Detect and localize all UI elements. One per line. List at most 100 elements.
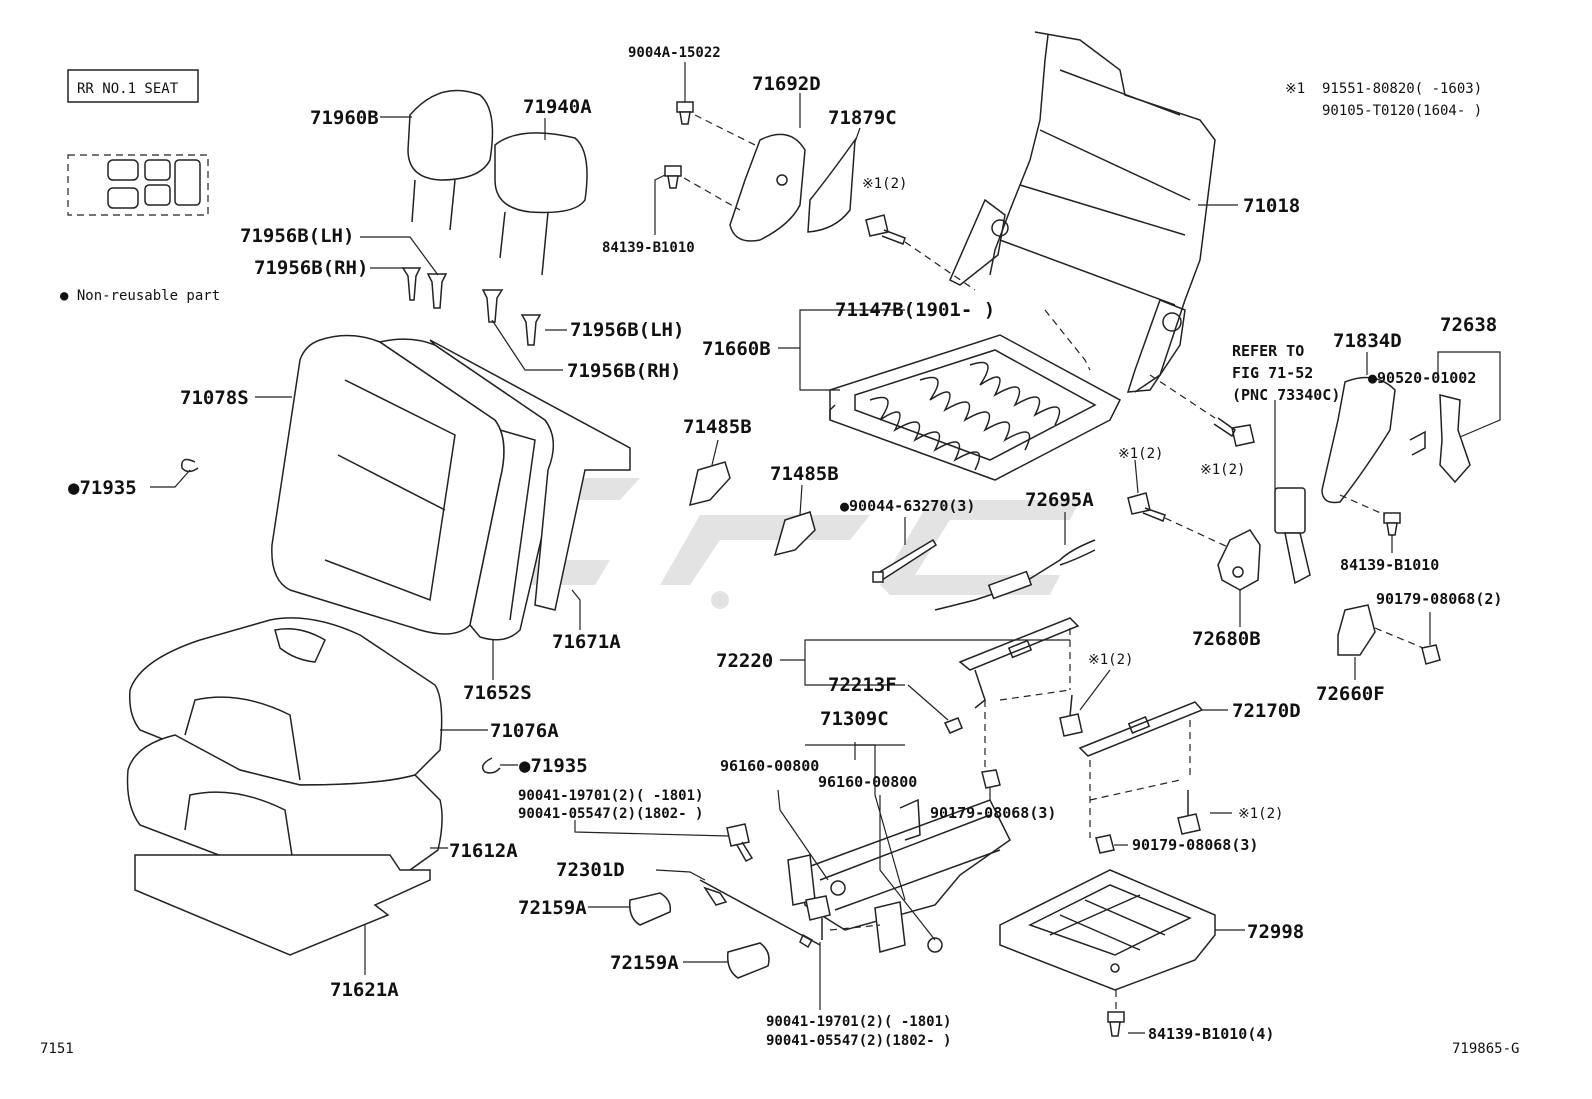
figure-code: 719865-G xyxy=(1452,1041,1519,1057)
label-71660B: 71660B xyxy=(702,338,771,360)
seatback-cover-71078S xyxy=(271,334,505,635)
cushion-pad-71612A xyxy=(126,734,443,880)
seat-title: RR NO.1 SEAT xyxy=(77,81,179,97)
label-71879C: 71879C xyxy=(828,107,897,129)
label-71485B-2: 71485B xyxy=(770,463,839,485)
screw-84139-c xyxy=(1107,1011,1125,1037)
label-x1-e: ※1(2) xyxy=(1238,806,1283,822)
label-refer-3: (PNC 73340C) xyxy=(1232,386,1340,404)
label-90041-a-1: 90041-19701(2)( -1801) xyxy=(518,788,703,804)
label-x1-d: ※1(2) xyxy=(1088,652,1133,668)
footnote-mark: ※1 xyxy=(1285,81,1305,97)
cover-71485B-1 xyxy=(688,461,731,507)
label-refer-1: REFER TO xyxy=(1232,342,1304,360)
label-71834D: 71834D xyxy=(1333,330,1402,352)
label-72695A: 72695A xyxy=(1025,489,1094,511)
screw-9004A xyxy=(676,101,694,125)
seat-track-72170D xyxy=(1078,701,1204,757)
nut-90179-b xyxy=(981,769,1001,789)
rod-72301D xyxy=(699,879,821,949)
label-84139-B1010-b: 84139-B1010 xyxy=(1340,556,1439,574)
label-72638: 72638 xyxy=(1440,314,1497,336)
label-71956B-lh-2: 71956B(LH) xyxy=(570,319,684,341)
latch-72680B xyxy=(1217,529,1261,591)
label-71935-b: ●71935 xyxy=(519,755,588,777)
seat-track-72220 xyxy=(958,617,1080,709)
belt-buckle xyxy=(1274,487,1311,585)
label-71935-a: ●71935 xyxy=(68,477,137,499)
cable-72695A xyxy=(934,539,1096,611)
label-refer-2: FIG 71-52 xyxy=(1232,364,1313,382)
label-84139-B1010-c: 84139-B1010(4) xyxy=(1148,1025,1274,1043)
label-90044-63270: ●90044-63270(3) xyxy=(840,497,975,515)
hog-ring-clip-2 xyxy=(481,757,501,774)
footnote-line2: 90105-T0120(1604- ) xyxy=(1322,103,1482,119)
screw-84139-b xyxy=(1383,512,1401,536)
label-71956B-rh-1: 71956B(RH) xyxy=(254,257,368,279)
label-90520-01002: ●90520-01002 xyxy=(1368,369,1476,387)
bolt-90041-a xyxy=(726,823,754,862)
seat-title-box xyxy=(67,69,199,103)
page-code: 7151 xyxy=(40,1041,74,1057)
label-71076A: 71076A xyxy=(490,720,559,742)
label-71309C: 71309C xyxy=(820,708,889,730)
label-71956B-rh-2: 71956B(RH) xyxy=(567,360,681,382)
label-72998: 72998 xyxy=(1247,921,1304,943)
hinge-cover-71834D xyxy=(1321,376,1396,504)
cable-tie-90044 xyxy=(872,538,938,583)
label-71147B: 71147B(1901- ) xyxy=(835,299,995,321)
bolt-x1-c xyxy=(1127,492,1166,522)
bolt-90041-b xyxy=(805,895,831,940)
legend-note: ● Non-reusable part xyxy=(60,288,220,304)
under-cover-72998 xyxy=(999,869,1216,991)
label-90179-08068-c: 90179-08068(3) xyxy=(1132,836,1258,854)
seatback-pad-71652S xyxy=(378,338,557,641)
label-71960B: 71960B xyxy=(310,107,379,129)
label-71671A: 71671A xyxy=(552,631,621,653)
bolt-x1-b xyxy=(1213,417,1255,447)
cover-71485B-2 xyxy=(773,511,816,557)
label-x1-b: ※1(2) xyxy=(1118,446,1163,462)
hog-ring-clip-1 xyxy=(181,458,199,473)
bolt-x1-e xyxy=(1177,790,1201,835)
label-71018: 71018 xyxy=(1243,195,1300,217)
spring-72213F xyxy=(943,717,963,734)
label-84139-B1010-a: 84139-B1010 xyxy=(602,240,695,256)
label-71652S: 71652S xyxy=(463,682,532,704)
bracket-72660F xyxy=(1337,604,1376,656)
seatback-frame-71018 xyxy=(949,31,1216,393)
label-71485B-1: 71485B xyxy=(683,416,752,438)
headrest-71960B xyxy=(407,89,494,231)
label-96160-00800-a: 96160-00800 xyxy=(720,757,819,775)
nut-90179-a xyxy=(1421,644,1441,665)
cap-72159A-2 xyxy=(726,942,770,979)
bolt-x1-a xyxy=(865,214,906,245)
lever-72638 xyxy=(1409,394,1471,484)
bolt-x1-d xyxy=(1059,694,1083,737)
label-96160-00800-b: 96160-00800 xyxy=(818,773,917,791)
label-72159A-1: 72159A xyxy=(518,897,587,919)
label-90179-08068-a: 90179-08068(2) xyxy=(1376,590,1502,608)
cap-72159A-1 xyxy=(628,892,672,926)
label-90041-b-2: 90041-05547(2)(1802- ) xyxy=(766,1033,951,1049)
headrest-71940A xyxy=(494,132,588,276)
label-71612A: 71612A xyxy=(449,840,518,862)
label-72660F: 72660F xyxy=(1316,683,1385,705)
label-x1-a: ※1(2) xyxy=(862,176,907,192)
label-72213F: 72213F xyxy=(828,674,897,696)
label-71956B-lh-1: 71956B(LH) xyxy=(240,225,354,247)
label-72220: 72220 xyxy=(716,650,773,672)
seatback-board-71671A xyxy=(429,339,631,611)
seat-adjuster-71309C xyxy=(787,798,1011,953)
label-71621A: 71621A xyxy=(330,979,399,1001)
footnote-line1: 91551-80820( -1603) xyxy=(1322,81,1482,97)
label-90179-08068-b: 90179-08068(3) xyxy=(930,804,1056,822)
headrest-supports xyxy=(401,267,542,346)
seat-locator-icon xyxy=(67,154,209,216)
label-x1-c: ※1(2) xyxy=(1200,462,1245,478)
cushion-board-71621A xyxy=(134,854,431,956)
label-71692D: 71692D xyxy=(752,73,821,95)
label-72159A-2: 72159A xyxy=(610,952,679,974)
label-9004A-15022: 9004A-15022 xyxy=(628,45,721,61)
